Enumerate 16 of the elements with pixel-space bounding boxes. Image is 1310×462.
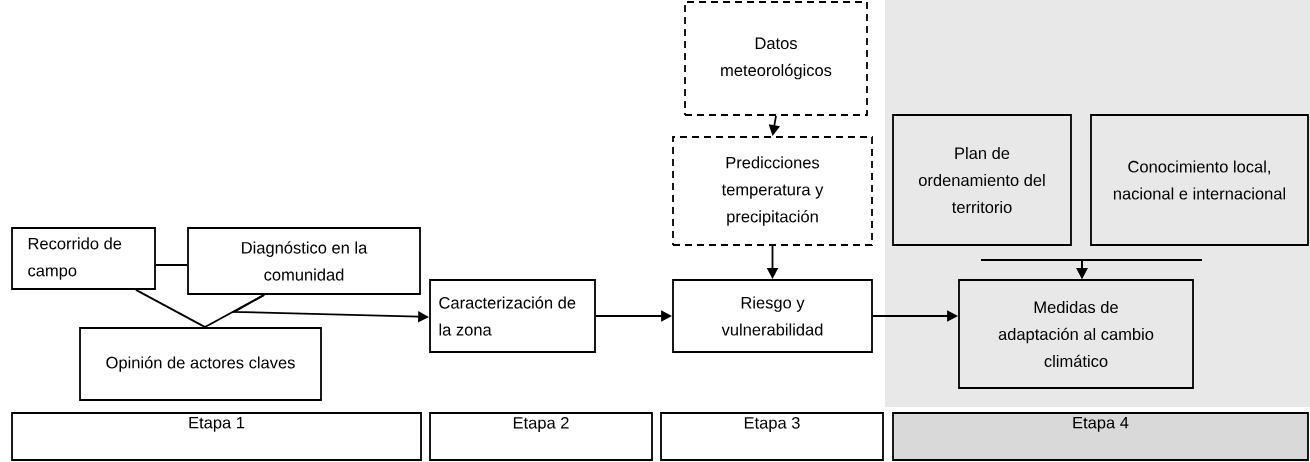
- process-box: Opinión de actores claves: [79, 327, 322, 401]
- stage-band: Etapa 4: [892, 412, 1309, 461]
- stage-band: Etapa 3: [660, 412, 884, 461]
- process-box: Conocimiento local, nacional e internacional: [1090, 114, 1309, 246]
- connector-line: [155, 264, 188, 266]
- process-box: Diagnóstico en la comunidad: [187, 227, 421, 295]
- stage-band: Etapa 2: [429, 412, 653, 461]
- process-box: Plan de ordenamiento del territorio: [892, 114, 1072, 246]
- process-box: Riesgo y vulnerabilidad: [672, 279, 873, 353]
- process-box: Recorrido de campo: [11, 227, 156, 290]
- process-box: Medidas de adaptación al cambio climático: [958, 279, 1194, 389]
- data-box: Datos meteorológicos: [684, 1, 868, 116]
- process-box: Caracterización de la zona: [429, 279, 596, 353]
- connector-line: [135, 289, 206, 328]
- stage-band: Etapa 1: [11, 412, 422, 461]
- data-box: Predicciones temperatura y precipitación: [672, 136, 873, 246]
